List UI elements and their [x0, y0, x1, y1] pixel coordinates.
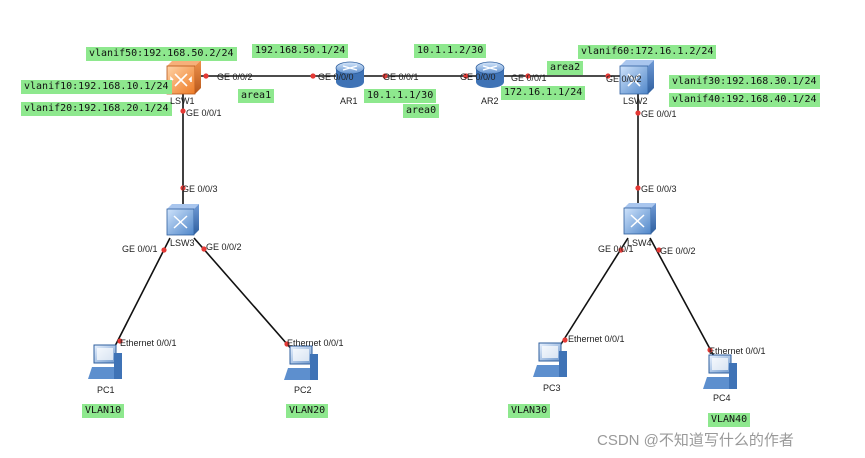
port-dot	[605, 73, 611, 79]
router-icon[interactable]	[475, 61, 505, 88]
port-lsw2-ge001: GE 0/0/1	[641, 109, 677, 119]
port-dot	[656, 247, 662, 253]
links	[111, 75, 717, 361]
label-vlan10: VLAN10	[82, 404, 125, 418]
device-name-pc2: PC2	[294, 385, 312, 395]
port-dot	[284, 341, 290, 347]
port-dot	[180, 108, 186, 114]
port-dot	[203, 73, 209, 79]
label-area0: area0	[403, 104, 440, 118]
port-dot	[161, 247, 167, 253]
port-dot	[525, 73, 531, 79]
port-dots	[117, 73, 713, 353]
port-ar1-ge000: GE 0/0/0	[318, 72, 354, 82]
device-name-lsw2: LSW2	[623, 96, 648, 106]
label-area2: area2	[547, 61, 584, 75]
core-switch-icon[interactable]	[166, 60, 201, 95]
port-dot	[618, 247, 624, 253]
port-dot	[117, 338, 123, 344]
label-lsw2-vlanif40: vlanif40:192.168.40.1/24	[669, 93, 820, 107]
label-lsw1-vlanif10: vlanif10:192.168.10.1/24	[21, 80, 172, 94]
device-name-ar1: AR1	[340, 96, 358, 106]
device-name-lsw4: LSW4	[627, 238, 652, 248]
port-dot	[180, 185, 186, 191]
label-vlan30: VLAN30	[508, 404, 551, 418]
pc-icon[interactable]	[284, 345, 318, 380]
watermark: CSDN @不知道写什么的作者	[597, 432, 794, 449]
port-pc3-eth: Ethernet 0/0/1	[568, 334, 625, 344]
core-switch-icon[interactable]	[619, 60, 654, 95]
link-lsw4-pc3	[555, 237, 629, 353]
label-lsw2-vlanif60: vlanif60:172.16.1.2/24	[578, 45, 717, 59]
pc-icon[interactable]	[533, 342, 567, 377]
label-ar2-ip-left: 10.1.1.2/30	[414, 44, 487, 58]
port-pc1-eth: Ethernet 0/0/1	[120, 338, 177, 348]
port-lsw3-ge001: GE 0/0/1	[122, 244, 158, 254]
port-lsw4-ge003: GE 0/0/3	[641, 184, 677, 194]
port-lsw2-ge002: GE 0/0/2	[606, 74, 642, 84]
port-dot	[382, 73, 388, 79]
link-lsw3-pc1	[111, 237, 171, 353]
device-name-pc1: PC1	[97, 385, 115, 395]
port-pc2-eth: Ethernet 0/0/1	[287, 338, 344, 348]
port-lsw1-ge002: GE 0/0/2	[217, 72, 253, 82]
port-dot	[310, 73, 316, 79]
device-name-lsw1: LSW1	[170, 96, 195, 106]
link-lsw4-pc4	[649, 237, 717, 361]
port-lsw4-ge002: GE 0/0/2	[660, 246, 696, 256]
port-dot	[201, 246, 207, 252]
label-vlan20: VLAN20	[286, 404, 329, 418]
label-ar2-ip-right: 172.16.1.1/24	[501, 86, 586, 100]
port-ar2-ge001: GE 0/0/1	[511, 73, 547, 83]
label-lsw1-vlanif20: vlanif20:192.168.20.1/24	[21, 102, 172, 116]
port-dot	[707, 347, 713, 353]
port-pc4-eth: Ethernet 0/0/1	[709, 346, 766, 356]
label-lsw2-vlanif30: vlanif30:192.168.30.1/24	[669, 75, 820, 89]
port-lsw3-ge002: GE 0/0/2	[206, 242, 242, 252]
port-dot	[635, 110, 641, 116]
device-name-lsw3: LSW3	[170, 238, 195, 248]
switch-icon[interactable]	[166, 204, 199, 236]
port-dot	[463, 73, 469, 79]
link-lsw3-pc2	[193, 237, 295, 353]
label-vlan40: VLAN40	[708, 413, 751, 427]
port-lsw4-ge001: GE 0/0/1	[598, 244, 634, 254]
device-name-pc3: PC3	[543, 383, 561, 393]
pc-icon[interactable]	[88, 344, 122, 379]
label-ar1-ip-right: 10.1.1.1/30	[364, 89, 437, 103]
pc-icon[interactable]	[703, 354, 737, 389]
port-dot	[562, 337, 568, 343]
port-ar1-ge001: GE 0/0/1	[383, 72, 419, 82]
router-icon[interactable]	[335, 61, 365, 88]
device-name-ar2: AR2	[481, 96, 499, 106]
label-ar1-ip-left: 192.168.50.1/24	[252, 44, 349, 58]
label-lsw1-vlanif50: vlanif50:192.168.50.2/24	[86, 47, 237, 61]
port-dot	[635, 185, 641, 191]
device-name-pc4: PC4	[713, 393, 731, 403]
switch-icon[interactable]	[623, 203, 656, 235]
port-lsw3-ge003: GE 0/0/3	[182, 184, 218, 194]
port-ar2-ge000: GE 0/0/0	[460, 72, 496, 82]
port-lsw1-ge001: GE 0/0/1	[186, 108, 222, 118]
label-area1: area1	[238, 89, 275, 103]
